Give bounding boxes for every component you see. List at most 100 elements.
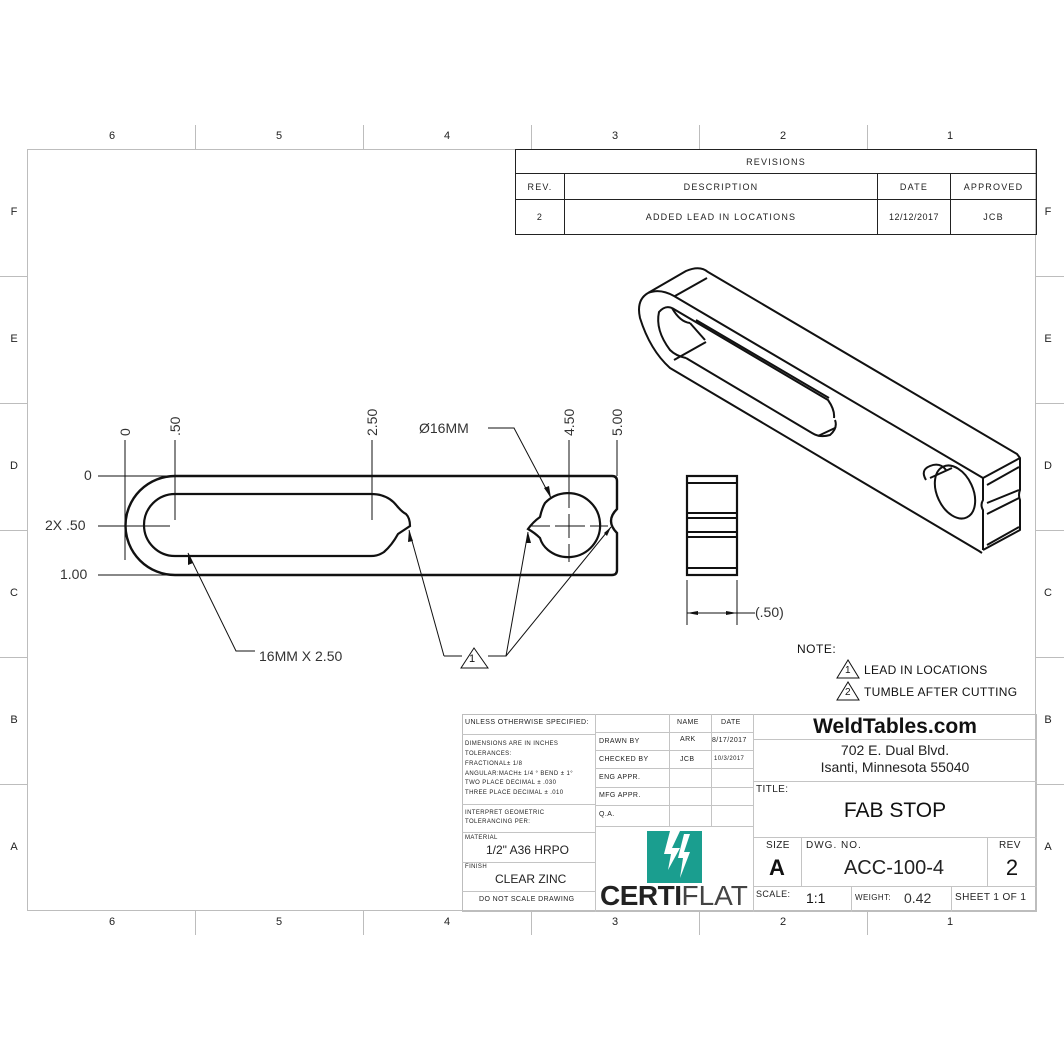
arrowheads [188, 486, 611, 565]
zone-tick [1036, 530, 1064, 531]
divider [462, 862, 595, 863]
finish-label: FINISH [465, 864, 488, 870]
dim-y-0: 0 [84, 467, 92, 483]
isometric-view [638, 267, 1021, 554]
dim-x-050: .50 [167, 416, 183, 436]
dim-x-450: 4.50 [561, 408, 577, 436]
title-block [462, 714, 1037, 912]
zone-col-6-bottom: 6 [108, 916, 116, 928]
ordinate-dimension-lines [98, 440, 618, 576]
zone-tick [363, 125, 364, 149]
scale-label: SCALE: [756, 889, 791, 899]
zone-tick [1036, 276, 1064, 277]
slot-size-callout: 16MM X 2.50 [259, 648, 343, 664]
company-address-2: Isanti, Minnesota 55040 [820, 759, 970, 775]
approval-role-checked: CHECKED BY [599, 756, 649, 763]
name-column-header: NAME [677, 719, 699, 726]
weight-value: 0.42 [904, 890, 932, 906]
zone-col-5-bottom: 5 [275, 916, 283, 928]
revisions-title: REVISIONS [515, 149, 1037, 174]
approval-role-qa: Q.A. [599, 811, 615, 818]
zone-tick [0, 276, 27, 277]
approval-name-checked: JCB [680, 756, 695, 763]
weight-label: WEIGHT: [855, 893, 892, 902]
title-label: TITLE: [756, 784, 789, 795]
divider [753, 739, 1037, 740]
date-column-header: DATE [721, 719, 741, 726]
tolerance-line-2: TOLERANCES: [465, 751, 512, 757]
divider [753, 781, 1037, 782]
material-label: MATERIAL [465, 835, 498, 841]
dim-y-050: 2X .50 [45, 517, 86, 533]
divider [462, 891, 595, 892]
zone-col-5: 5 [275, 130, 283, 142]
zone-tick [0, 530, 27, 531]
divider [595, 732, 753, 733]
certiflat-wordmark: CERTIFLAT [600, 881, 748, 911]
rev-value: 2 [1005, 855, 1019, 880]
zone-row-b-right: B [1044, 714, 1052, 726]
zone-tick [363, 911, 364, 935]
divider [462, 804, 595, 805]
tolerance-line-5: TWO PLACE DECIMAL ± .030 [465, 780, 557, 786]
zone-tick [195, 911, 196, 935]
zone-col-1-bottom: 1 [946, 916, 954, 928]
zone-row-e: E [10, 333, 18, 345]
approval-role-eng: ENG APPR. [599, 774, 641, 781]
dim-y-100: 1.00 [60, 566, 88, 582]
sheet-count: SHEET 1 OF 1 [955, 892, 1027, 903]
zone-tick [531, 125, 532, 149]
zone-col-3-bottom: 3 [611, 916, 619, 928]
zone-row-d-right: D [1044, 460, 1052, 472]
divider [669, 714, 670, 826]
company-name: WeldTables.com [813, 715, 977, 738]
revision-description: ADDED LEAD IN LOCATIONS [564, 199, 878, 235]
zone-tick [699, 125, 700, 149]
divider [753, 714, 754, 912]
note-text-1: LEAD IN LOCATIONS [864, 663, 988, 677]
divider [462, 832, 595, 833]
finish-value: CLEAR ZINC [495, 872, 567, 886]
divider [595, 805, 753, 806]
approval-date-drawn: 8/17/2017 [712, 737, 747, 744]
do-not-scale-note: DO NOT SCALE DRAWING [479, 896, 575, 903]
certiflat-bold: CERTI [600, 880, 682, 911]
approval-role-mfg: MFG APPR. [599, 792, 641, 799]
zone-col-2: 2 [779, 130, 787, 142]
zone-row-a-right: A [1044, 841, 1052, 853]
tolerance-line-3: FRACTIONAL± 1/8 [465, 761, 523, 767]
zone-tick [699, 911, 700, 935]
lead-in-flag-number: 1 [469, 653, 476, 665]
zone-row-d: D [10, 460, 18, 472]
interpret-line-1: INTERPRET GEOMETRIC [465, 810, 545, 816]
dim-x-500: 5.00 [609, 408, 625, 436]
zone-col-3: 3 [611, 130, 619, 142]
divider [951, 886, 952, 912]
zone-row-e-right: E [1044, 333, 1052, 345]
divider [987, 837, 988, 886]
tolerance-line-6: THREE PLACE DECIMAL ± .010 [465, 790, 564, 796]
zone-tick [0, 657, 27, 658]
zone-row-a: A [10, 841, 18, 853]
divider [595, 787, 753, 788]
rev-label: REV [999, 840, 1021, 851]
notes-heading: NOTE: [797, 642, 837, 656]
zone-col-6: 6 [108, 130, 116, 142]
tolerance-line-4: ANGULAR:MACH± 1/4 ° BEND ± 1° [465, 771, 574, 777]
divider [595, 750, 753, 751]
revision-date: 12/12/2017 [877, 199, 951, 235]
material-value: 1/2" A36 HRPO [486, 843, 569, 857]
divider [595, 768, 753, 769]
zone-col-4: 4 [443, 130, 451, 142]
scale-value: 1:1 [806, 890, 826, 906]
revision-approved: JCB [950, 199, 1037, 235]
leader-lines [187, 427, 612, 657]
revisions-table: REVISIONS REV. DESCRIPTION DATE APPROVED… [515, 149, 1037, 235]
zone-tick [0, 784, 27, 785]
tolerance-line-1: DIMENSIONS ARE IN INCHES [465, 741, 559, 747]
revisions-header-approved: APPROVED [950, 173, 1037, 200]
note-text-2: TUMBLE AFTER CUTTING [864, 685, 1018, 699]
revision-rev: 2 [515, 199, 565, 235]
revisions-row: 2 ADDED LEAD IN LOCATIONS 12/12/2017 JCB [515, 199, 1037, 235]
